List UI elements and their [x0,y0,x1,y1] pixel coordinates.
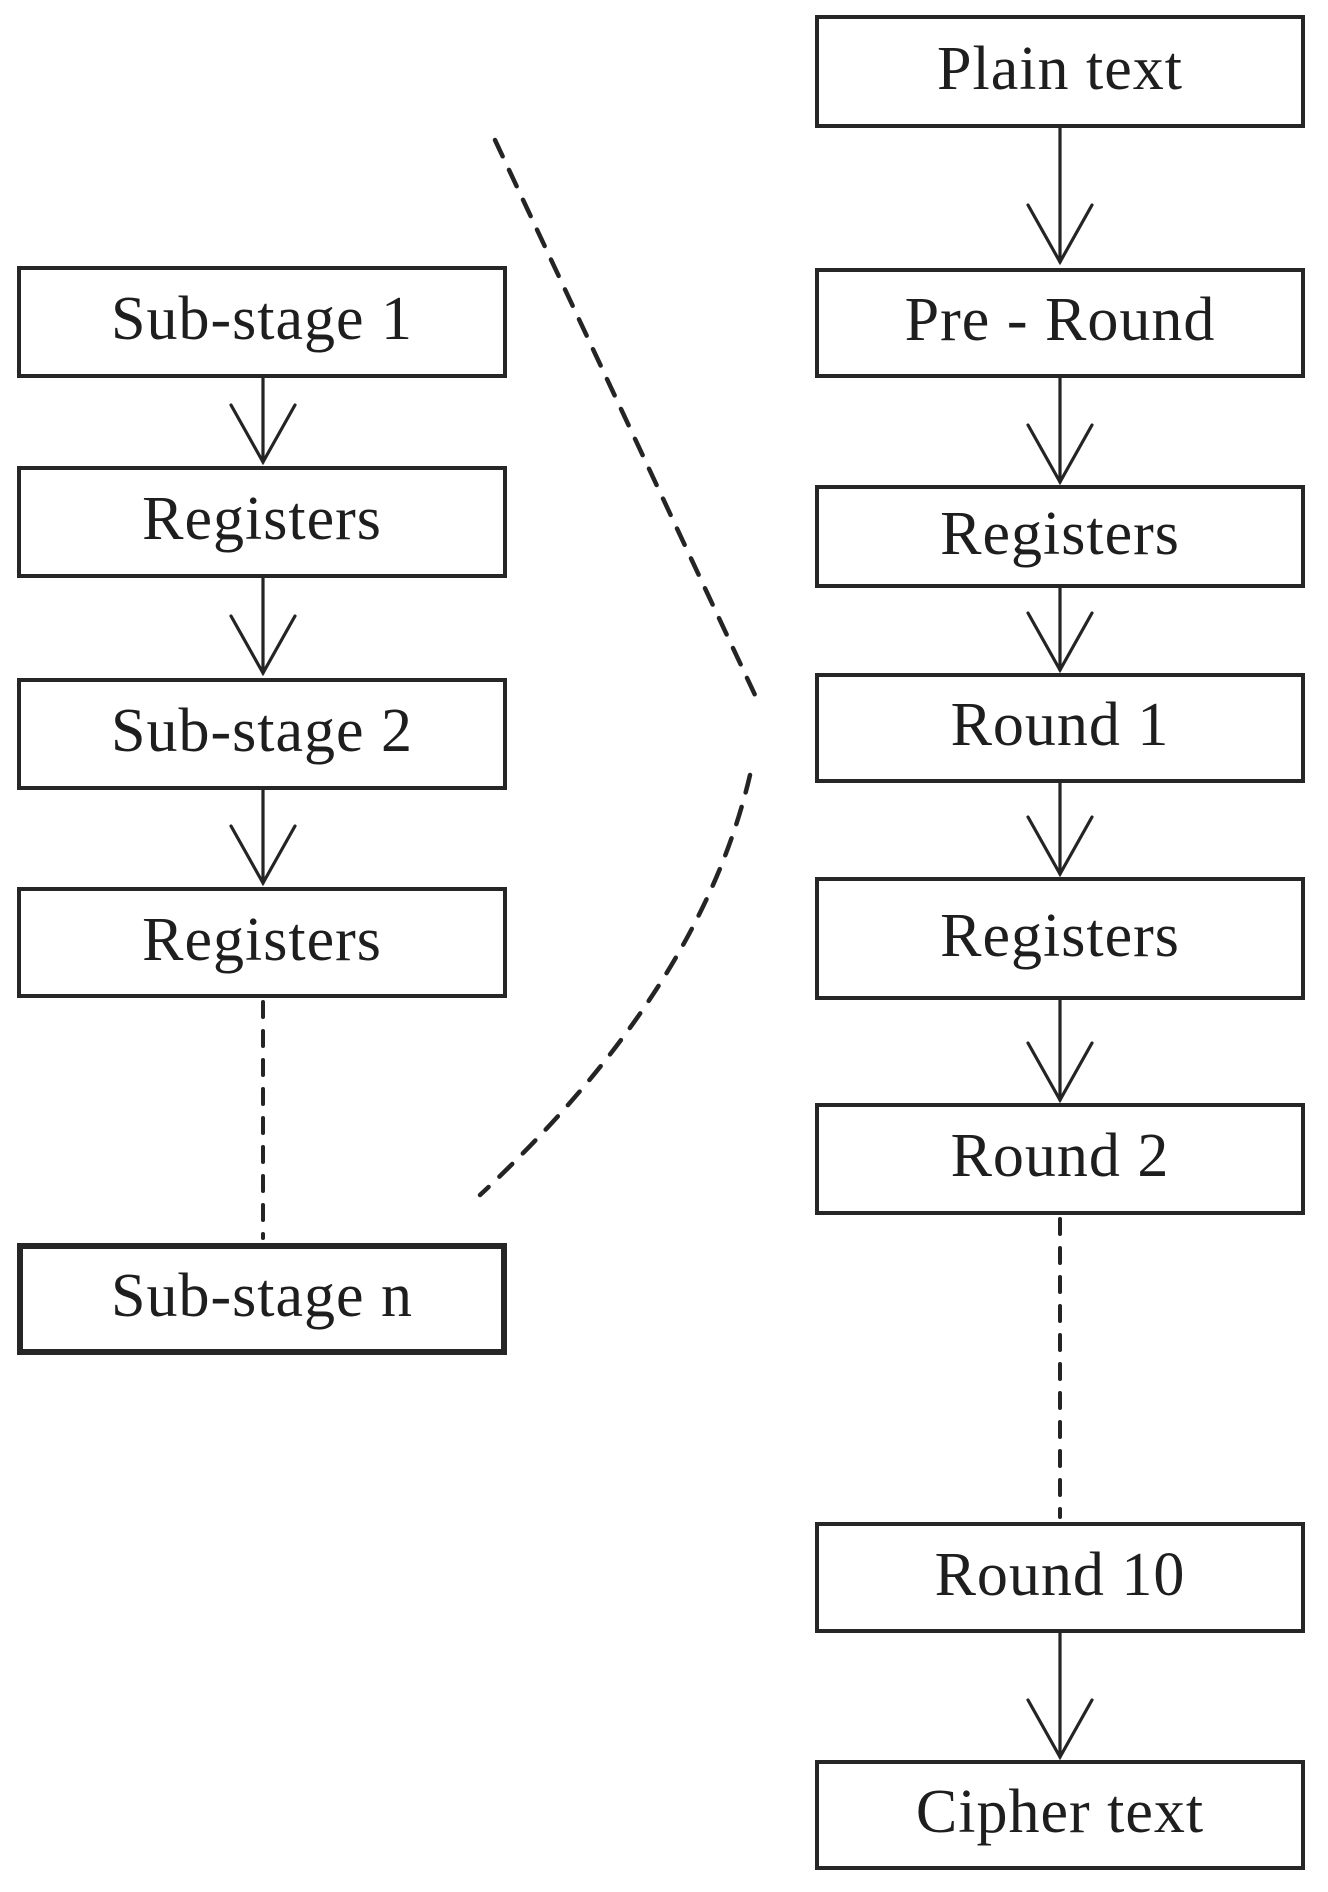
flow-box-round-10: Round 10 [815,1522,1305,1633]
flow-box-round-2: Round 2 [815,1103,1305,1215]
flow-box-registers-4: Registers [815,877,1305,1000]
flow-box-sub-stage-n: Sub-stage n [17,1243,507,1355]
expansion-dashed-line-lower [477,772,753,1198]
down-arrow-icon [229,576,297,677]
down-arrow-icon [1026,376,1094,486]
flow-box-registers-3: Registers [815,485,1305,588]
expansion-dashed-line-upper [492,137,758,698]
flow-box-registers-1: Registers [17,466,507,578]
flow-box-sub-stage-1: Sub-stage 1 [17,266,507,378]
flow-box-round-1: Round 1 [815,673,1305,783]
flow-box-plain-text: Plain text [815,15,1305,128]
down-arrow-icon [1026,126,1094,266]
flow-box-pre-round: Pre - Round [815,268,1305,378]
down-arrow-icon [229,376,297,466]
down-arrow-icon [1026,781,1094,878]
flow-box-cipher-text: Cipher text [815,1760,1305,1870]
down-arrow-icon [229,788,297,887]
flow-box-sub-stage-2: Sub-stage 2 [17,678,507,790]
down-arrow-icon [1026,998,1094,1104]
down-arrow-icon [1026,586,1094,674]
down-arrow-icon [1026,1631,1094,1761]
flow-box-registers-2: Registers [17,887,507,998]
